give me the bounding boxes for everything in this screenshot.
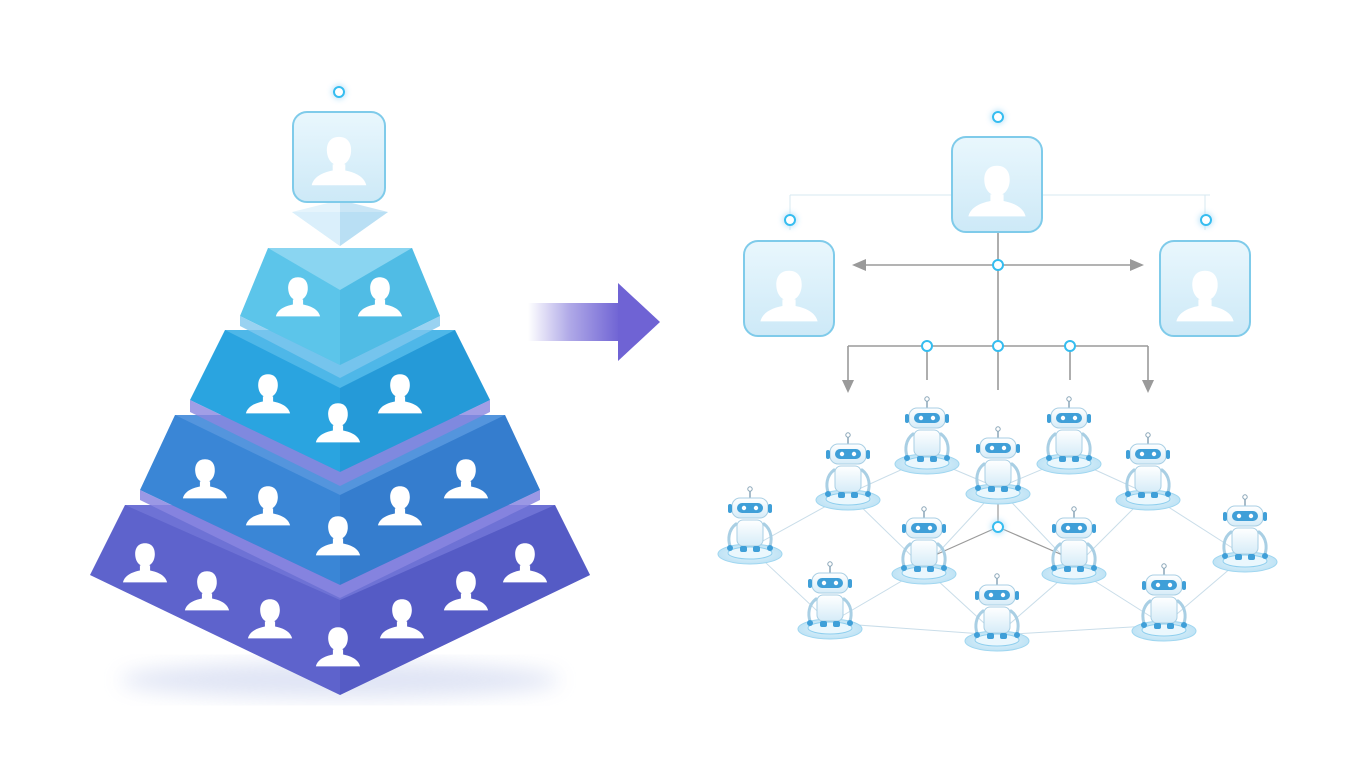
node-branch-b bbox=[1064, 340, 1076, 352]
arrowhead-left bbox=[852, 259, 866, 271]
robot-icon bbox=[815, 432, 881, 511]
node-branch-center bbox=[992, 340, 1004, 352]
agent-org-chart bbox=[717, 111, 1278, 652]
arrowhead-right bbox=[1130, 259, 1144, 271]
robot-icon bbox=[1212, 494, 1278, 573]
pyramid-apex bbox=[292, 200, 388, 246]
node-peer bbox=[992, 259, 1004, 271]
robot-icon bbox=[964, 573, 1030, 652]
robot-icon bbox=[891, 506, 957, 585]
lead-right-person-icon bbox=[1176, 270, 1234, 322]
pyramid-person-icon bbox=[315, 627, 361, 667]
pyramid-person-icon bbox=[275, 277, 321, 317]
org-arrowheads bbox=[842, 259, 1154, 393]
pyramid-person-icon bbox=[122, 543, 168, 583]
lead-top-person-icon bbox=[968, 165, 1026, 217]
lead-left-person-icon bbox=[760, 270, 818, 322]
arrow-right-icon bbox=[528, 283, 660, 361]
node-network-hub bbox=[992, 521, 1004, 533]
pyramid-person-icon bbox=[315, 403, 361, 443]
hierarchy-pyramid bbox=[90, 86, 590, 698]
org-connector-nodes bbox=[784, 111, 1212, 533]
robot-icon bbox=[797, 561, 863, 640]
pyramid-person-icon bbox=[377, 486, 423, 526]
robot-agents bbox=[717, 396, 1278, 652]
pyramid-person-icon bbox=[377, 374, 423, 414]
robot-icon bbox=[1115, 432, 1181, 511]
pyramid-person-icon bbox=[245, 374, 291, 414]
robot-icon bbox=[894, 396, 960, 475]
pyramid-people bbox=[122, 136, 548, 667]
pyramid-person-icon bbox=[502, 543, 548, 583]
pyramid-person-icon bbox=[443, 459, 489, 499]
pyramid-person-icon bbox=[379, 599, 425, 639]
apex-person-icon bbox=[311, 136, 367, 186]
robot-icon bbox=[717, 486, 783, 565]
node-branch-a bbox=[921, 340, 933, 352]
pyramid-person-icon bbox=[182, 459, 228, 499]
arrowhead-down-right bbox=[1142, 380, 1154, 393]
node-right-lead bbox=[1200, 214, 1212, 226]
robot-icon bbox=[1041, 506, 1107, 585]
pyramid-person-icon bbox=[443, 571, 489, 611]
node-top-lead bbox=[992, 111, 1004, 123]
pyramid-person-icon bbox=[247, 599, 293, 639]
arrowhead-down-left bbox=[842, 380, 854, 393]
robot-icon bbox=[1131, 563, 1197, 642]
robot-icon bbox=[965, 426, 1031, 505]
apex-connector-node bbox=[333, 86, 345, 98]
pyramid-person-icon bbox=[245, 486, 291, 526]
pyramid-person-icon bbox=[184, 571, 230, 611]
lead-people bbox=[760, 165, 1234, 322]
pyramid-person-icon bbox=[357, 277, 403, 317]
org-connectors bbox=[847, 232, 1149, 390]
robot-icon bbox=[1036, 396, 1102, 475]
pyramid-person-icon bbox=[315, 516, 361, 556]
node-left-lead bbox=[784, 214, 796, 226]
